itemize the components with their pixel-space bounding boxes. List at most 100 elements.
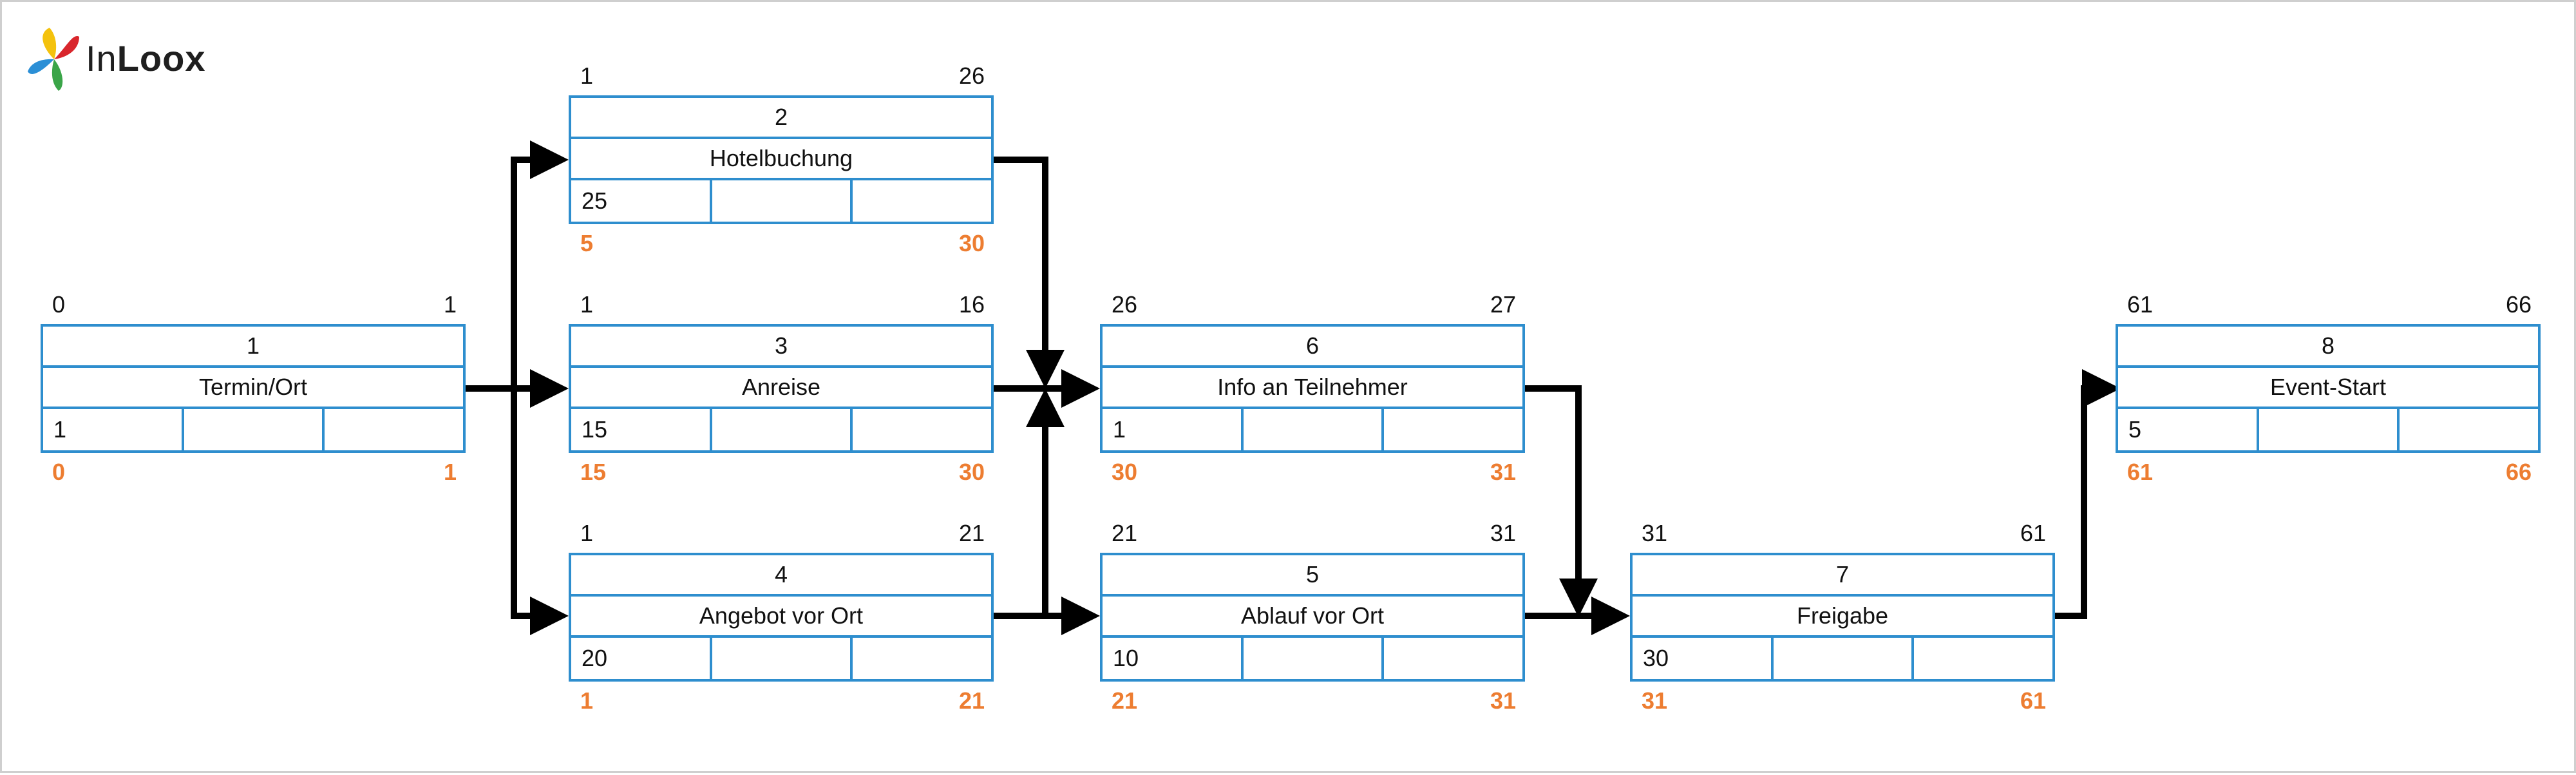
task-box[interactable]: 5 Ablauf vor Ort 10 (1100, 553, 1525, 682)
late-start: 21 (1112, 687, 1138, 714)
task-duration: 5 (2128, 416, 2142, 443)
task-empty-cell (2397, 409, 2538, 450)
task-detail-row: 5 (2118, 409, 2538, 450)
task-detail-row: 1 (1103, 409, 1522, 450)
early-start: 21 (1112, 520, 1138, 546)
early-start: 1 (580, 291, 594, 318)
task-empty-cell (709, 180, 851, 222)
late-finish: 1 (443, 459, 457, 485)
logo-text-loox: Loox (117, 38, 206, 79)
late-start: 0 (52, 459, 66, 485)
task-name: Event-Start (2118, 368, 2538, 409)
task-empty-cell (850, 409, 991, 450)
task-number: 6 (1103, 327, 1522, 368)
early-start: 1 (580, 62, 594, 89)
early-finish: 1 (443, 291, 457, 318)
early-start: 1 (580, 520, 594, 546)
task-duration: 30 (1643, 645, 1669, 671)
arrow-1-to-2 (466, 140, 569, 392)
task-number: 4 (571, 555, 991, 597)
task-box[interactable]: 4 Angebot vor Ort 20 (569, 553, 994, 682)
late-finish: 61 (2020, 687, 2046, 714)
task-empty-cell (181, 409, 323, 450)
late-finish: 30 (958, 459, 985, 485)
late-finish: 30 (958, 230, 985, 256)
task-name: Freigabe (1633, 597, 2052, 638)
task-empty-cell (1240, 638, 1382, 679)
task-duration: 1 (53, 416, 67, 443)
task-detail-row: 1 (43, 409, 463, 450)
arrow-2-to-6 (992, 157, 1065, 388)
task-number: 3 (571, 327, 991, 368)
task-empty-cell (322, 409, 463, 450)
task-node-2[interactable]: 1 26 2 Hotelbuchung 25 5 30 (569, 63, 994, 256)
task-duration: 1 (1113, 416, 1126, 443)
task-name: Angebot vor Ort (571, 597, 991, 638)
late-finish: 66 (2505, 459, 2532, 485)
task-duration: 10 (1113, 645, 1139, 671)
task-detail-row: 20 (571, 638, 991, 679)
task-detail-row: 15 (571, 409, 991, 450)
late-finish: 31 (1490, 687, 1516, 714)
early-finish: 21 (958, 520, 985, 546)
task-number: 8 (2118, 327, 2538, 368)
logo-text-in: In (86, 38, 117, 79)
task-empty-cell (709, 638, 851, 679)
late-start: 30 (1112, 459, 1138, 485)
arrow-1-to-4 (511, 388, 569, 635)
task-empty-cell (1770, 638, 1912, 679)
task-empty-cell (850, 180, 991, 222)
task-node-3[interactable]: 1 16 3 Anreise 15 15 30 (569, 292, 994, 485)
task-name: Hotelbuchung (571, 139, 991, 180)
task-number: 7 (1633, 555, 2052, 597)
task-empty-cell (1240, 409, 1382, 450)
arrow-7-to-8 (2051, 369, 2121, 619)
late-start: 1 (580, 687, 594, 714)
task-name: Termin/Ort (43, 368, 463, 409)
task-node-1[interactable]: 0 1 1 Termin/Ort 1 0 1 (41, 292, 466, 485)
task-duration: 25 (582, 187, 608, 214)
task-detail-row: 25 (571, 180, 991, 222)
inloox-logo-text: InLoox (86, 41, 205, 77)
task-detail-row: 30 (1633, 638, 2052, 679)
task-name: Anreise (571, 368, 991, 409)
late-finish: 31 (1490, 459, 1516, 485)
task-empty-cell (1911, 638, 2052, 679)
early-start: 31 (1642, 520, 1668, 546)
task-name: Info an Teilnehmer (1103, 368, 1522, 409)
task-name: Ablauf vor Ort (1103, 597, 1522, 638)
early-finish: 16 (958, 291, 985, 318)
task-empty-cell (850, 638, 991, 679)
task-empty-cell (1381, 409, 1522, 450)
late-finish: 21 (958, 687, 985, 714)
task-number: 1 (43, 327, 463, 368)
task-box[interactable]: 2 Hotelbuchung 25 (569, 95, 994, 224)
late-start: 61 (2127, 459, 2154, 485)
late-start: 31 (1642, 687, 1668, 714)
task-number: 2 (571, 98, 991, 139)
task-node-7[interactable]: 31 61 7 Freigabe 30 31 61 (1630, 521, 2055, 714)
task-empty-cell (2256, 409, 2398, 450)
arrow-6-to-7 (1523, 385, 1598, 617)
early-start: 26 (1112, 291, 1138, 318)
task-box[interactable]: 1 Termin/Ort 1 (41, 324, 466, 453)
task-empty-cell (1381, 638, 1522, 679)
task-node-4[interactable]: 1 21 4 Angebot vor Ort 20 1 21 (569, 521, 994, 714)
task-detail-row: 10 (1103, 638, 1522, 679)
task-node-8[interactable]: 61 66 8 Event-Start 5 61 66 (2116, 292, 2541, 485)
task-duration: 20 (582, 645, 608, 671)
task-box[interactable]: 6 Info an Teilnehmer 1 (1100, 324, 1525, 453)
task-empty-cell (709, 409, 851, 450)
late-start: 15 (580, 459, 607, 485)
task-node-6[interactable]: 26 27 6 Info an Teilnehmer 1 30 31 (1100, 292, 1525, 485)
inloox-logo-icon (28, 28, 79, 91)
task-node-5[interactable]: 21 31 5 Ablauf vor Ort 10 21 31 (1100, 521, 1525, 714)
task-box[interactable]: 3 Anreise 15 (569, 324, 994, 453)
task-duration: 15 (582, 416, 608, 443)
task-box[interactable]: 7 Freigabe 30 (1630, 553, 2055, 682)
task-number: 5 (1103, 555, 1522, 597)
task-box[interactable]: 8 Event-Start 5 (2116, 324, 2541, 453)
early-finish: 66 (2505, 291, 2532, 318)
